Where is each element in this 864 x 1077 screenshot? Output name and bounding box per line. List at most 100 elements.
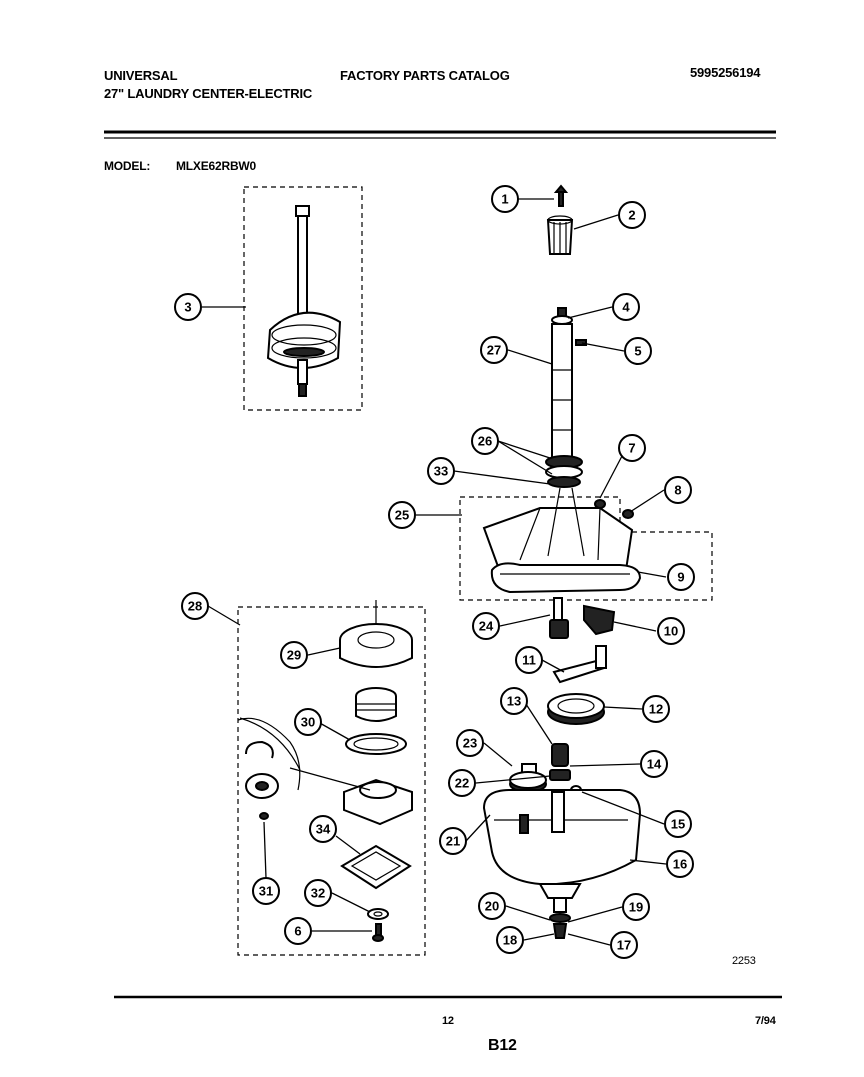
callout-label: 28: [188, 599, 202, 614]
main-gear-icon: [547, 693, 605, 725]
detail-bubble-icon: [239, 717, 371, 820]
assembly-28-box: [237, 606, 426, 956]
callout-label: 8: [674, 483, 681, 498]
o-ring-icon: [345, 733, 407, 755]
callout-19: 19: [622, 893, 650, 921]
callout-label: 2: [628, 208, 635, 223]
page-number: 12: [442, 1015, 454, 1027]
bearing-ring-icon: [339, 623, 413, 668]
callout-label: 14: [647, 757, 662, 772]
spring-icon: [549, 743, 582, 795]
header-rule: [104, 130, 776, 139]
callout-label: 30: [301, 715, 315, 730]
assembly-3-box: [243, 186, 363, 411]
callout-2: 2: [618, 201, 646, 229]
callout-27: 27: [480, 336, 508, 364]
transmission-assembly-icon: [266, 205, 342, 397]
callout-30: 30: [294, 708, 322, 736]
callout-29: 29: [280, 641, 308, 669]
callout-label: 20: [485, 899, 499, 914]
screw-icon: [553, 184, 569, 207]
callout-label: 31: [259, 884, 273, 899]
callout-label: 21: [446, 834, 460, 849]
callout-label: 27: [487, 343, 501, 358]
leader-lines: [202, 198, 667, 946]
catalog-number: 5995256194: [690, 65, 761, 80]
callout-label: 16: [673, 857, 687, 872]
callout-33: 33: [427, 457, 455, 485]
callout-label: 32: [311, 886, 325, 901]
callout-1: 1: [491, 185, 519, 213]
callout-label: 10: [664, 624, 678, 639]
footer-date: 7/94: [755, 1015, 776, 1027]
callout-label: 9: [677, 570, 684, 585]
callout-12: 12: [642, 695, 670, 723]
brand-label: UNIVERSAL: [104, 68, 178, 83]
callout-7: 7: [618, 434, 646, 462]
callout-10: 10: [657, 617, 685, 645]
callout-9: 9: [667, 563, 695, 591]
callout-label: 25: [395, 508, 409, 523]
callout-25: 25: [388, 501, 416, 529]
callout-16: 16: [666, 850, 694, 878]
callout-label: 15: [671, 817, 685, 832]
callout-label: 34: [316, 822, 331, 837]
shaft-end-icon: [549, 897, 571, 939]
gasket-icon: [490, 562, 642, 594]
callout-4: 4: [612, 293, 640, 321]
bolt-icon: [372, 923, 384, 942]
callout-label: 1: [501, 192, 508, 207]
seal-plate-icon: [340, 844, 412, 890]
callout-6: 6: [284, 917, 312, 945]
drawing-number: 2253: [732, 955, 756, 967]
cam-icon: [583, 604, 616, 636]
callout-14: 14: [640, 750, 668, 778]
callout-label: 4: [622, 300, 630, 315]
bellows-seal-icon: [355, 687, 397, 722]
callout-label: 5: [634, 344, 641, 359]
callout-label: 23: [463, 736, 477, 751]
agitator-shaft-icon: [551, 307, 587, 465]
upper-housing-icon: [482, 487, 634, 574]
callout-23: 23: [456, 729, 484, 757]
catalog-title: FACTORY PARTS CATALOG: [340, 68, 510, 83]
callout-label: 22: [455, 776, 469, 791]
callout-22: 22: [448, 769, 476, 797]
callout-label: 33: [434, 464, 448, 479]
section-code: B12: [488, 1037, 517, 1054]
seal-ring-icon: [545, 455, 583, 488]
callout-5: 5: [624, 337, 652, 365]
callout-label: 7: [628, 441, 635, 456]
callout-label: 17: [617, 938, 631, 953]
callout-28: 28: [181, 592, 209, 620]
callout-label: 6: [294, 924, 301, 939]
callout-label: 11: [522, 653, 536, 668]
callout-label: 18: [503, 933, 517, 948]
callout-31: 31: [252, 877, 280, 905]
callout-26: 26: [471, 427, 499, 455]
callout-24: 24: [472, 612, 500, 640]
assembly-25-box: [459, 496, 713, 601]
callout-label: 13: [507, 694, 521, 709]
washer-icon: [367, 908, 389, 920]
callout-18: 18: [496, 926, 524, 954]
seal-housing-icon: [343, 778, 413, 826]
callout-3: 3: [174, 293, 202, 321]
model-value: MLXE62RBW0: [176, 159, 257, 173]
callout-13: 13: [500, 687, 528, 715]
pinion-gear-icon: [549, 597, 569, 639]
callout-label: 24: [479, 619, 494, 634]
detail-bubble-edge: [237, 717, 301, 791]
model-label: MODEL:: [104, 159, 151, 173]
callout-32: 32: [304, 879, 332, 907]
callout-17: 17: [610, 931, 638, 959]
callout-20: 20: [478, 892, 506, 920]
crank-arm-icon: [552, 645, 607, 684]
callout-15: 15: [664, 810, 692, 838]
callout-label: 19: [629, 900, 643, 915]
callout-8: 8: [664, 476, 692, 504]
product-subtitle: 27" LAUNDRY CENTER-ELECTRIC: [104, 86, 313, 101]
callout-label: 26: [478, 434, 492, 449]
gear-case-icon: [482, 789, 642, 899]
